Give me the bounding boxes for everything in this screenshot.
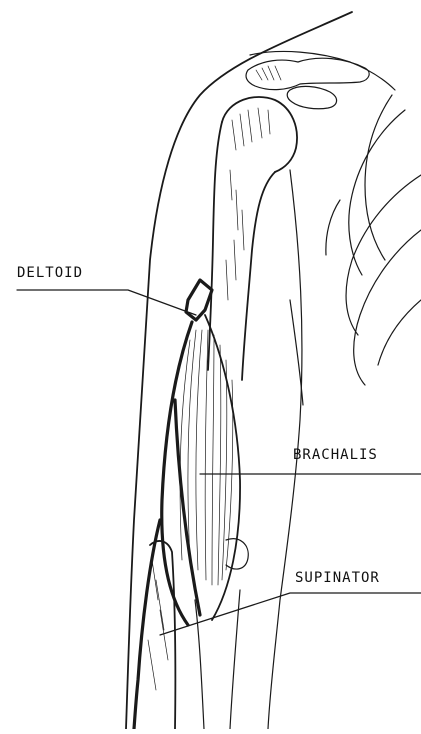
label-supinator: SUPINATOR (295, 570, 380, 586)
shoulder-contour (250, 51, 395, 90)
label-deltoid: DELTOID (17, 265, 83, 281)
humerus-texture (226, 108, 270, 300)
deltoid-insertion (186, 280, 212, 320)
ulna-bone (195, 600, 204, 729)
label-brachalis: BRACHALIS (293, 447, 378, 463)
radius-bone (150, 541, 175, 729)
supinator-muscle (134, 520, 160, 729)
deltoid-leader (17, 290, 196, 315)
humerus-shaft-left (208, 122, 222, 370)
brachialis-muscle-outer (162, 322, 192, 625)
humerus-head (222, 97, 297, 172)
forearm-hatch (148, 560, 168, 690)
acromion (246, 58, 369, 89)
humerus-shaft-right (242, 172, 275, 380)
scapula-edge (365, 95, 392, 260)
acromion-hatch (256, 66, 281, 80)
rib-5 (326, 200, 340, 255)
rib-4 (378, 300, 421, 365)
rib-3 (354, 230, 421, 385)
coracoid-process (287, 86, 336, 108)
outer-arm-outline (126, 12, 352, 729)
rib-1 (349, 110, 405, 275)
